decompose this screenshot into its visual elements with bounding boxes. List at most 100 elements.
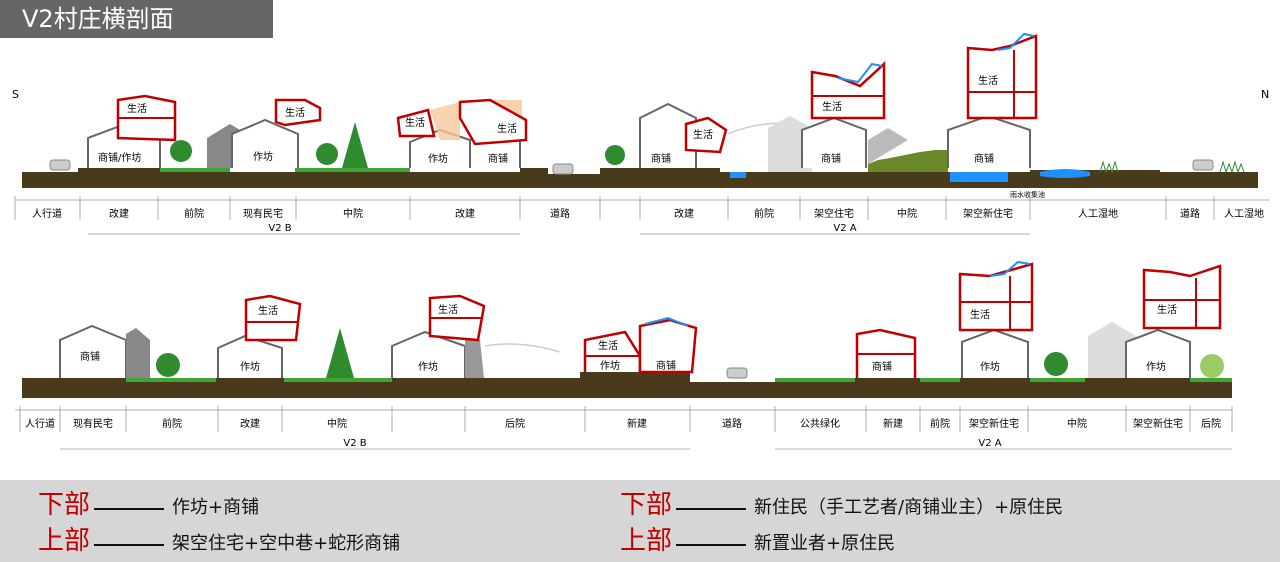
label-zuofang: 作坊 — [240, 360, 260, 373]
zone-label: 中院 — [1067, 417, 1087, 430]
tree-icon — [170, 140, 192, 162]
ground-strip — [22, 372, 1232, 398]
zone-label: 人工湿地 — [1224, 207, 1264, 220]
legend-key: 上部 — [620, 526, 673, 556]
zone-label: 公共绿化 — [800, 417, 840, 430]
label-shenghuo: 生活 — [970, 308, 990, 321]
living-unit — [244, 294, 302, 342]
wetland-water — [1040, 169, 1090, 178]
legend-left-lower: 下部作坊+商铺 — [38, 484, 259, 521]
zone-label: 中院 — [897, 207, 917, 220]
label-shangpu: 商铺 — [974, 152, 994, 165]
car-icon — [49, 159, 71, 171]
legend-key: 下部 — [38, 490, 91, 520]
zone-label: 人行道 — [32, 207, 62, 220]
zone-label: 架空新住宅 — [963, 207, 1013, 220]
zone-label: 改建 — [674, 207, 694, 220]
label-shangpu: 商铺 — [872, 360, 892, 373]
zone-label: 前院 — [162, 417, 182, 430]
house — [1125, 328, 1191, 378]
rain-pool-label: 雨水收集池 — [1010, 190, 1045, 199]
tree-icon — [316, 143, 338, 165]
page-title: V2村庄横剖面 — [0, 0, 273, 38]
zone-label: 前院 — [184, 207, 204, 220]
living-unit — [458, 98, 528, 146]
zone-label: 道路 — [722, 417, 742, 430]
living-unit — [684, 116, 728, 154]
zone-label: 架空新住宅 — [1133, 417, 1183, 430]
zone-label: 前院 — [754, 207, 774, 220]
label-shenghuo: 生活 — [258, 304, 278, 317]
tree-icon — [1044, 352, 1068, 376]
tree-icon — [156, 353, 180, 377]
label-shenghuo: 生活 — [285, 106, 305, 119]
south-marker: S — [12, 88, 19, 101]
label-zuofang: 作坊 — [418, 360, 438, 373]
label-zuofang: 作坊 — [428, 152, 448, 165]
row2-zone-labels: 人行道现有民宅前院改建中院后院新建道路公共绿化新建前院架空新住宅中院架空新住宅后… — [25, 417, 1221, 430]
reeds — [1219, 160, 1245, 174]
zone-label: 中院 — [343, 207, 363, 220]
grass — [295, 168, 410, 172]
living-unit — [274, 98, 322, 127]
zone-label: 新建 — [627, 417, 647, 430]
label-zuofang: 作坊 — [600, 359, 620, 372]
tree-icon — [342, 122, 368, 168]
zone-label: 前院 — [930, 417, 950, 430]
row1-section: 雨水收集池 生活 商铺/作坊 生活 作坊 生活 生活 作坊 商铺 — [22, 32, 1258, 199]
zone-label: 中院 — [327, 417, 347, 430]
grass-terrace — [868, 150, 948, 164]
legend-value: 新置业者+原住民 — [754, 533, 896, 554]
row2-dimension-lines — [15, 406, 1233, 450]
label-zuofang: 作坊 — [1146, 360, 1166, 373]
zone-label: 人行道 — [25, 417, 55, 430]
label-shangpu: 商铺 — [651, 152, 671, 165]
legend-value: 架空住宅+空中巷+蛇形商铺 — [172, 533, 401, 554]
row2-section: 商铺 生活 作坊 生活 作坊 生活 作坊 商铺 商铺 生活 — [22, 260, 1232, 398]
label-shenghuo: 生活 — [438, 303, 458, 316]
row1-zone-labels: 人行道改建前院现有民宅中院改建道路改建前院架空住宅中院架空新住宅人工湿地道路人工… — [32, 207, 1264, 220]
zone-label: 现有民宅 — [73, 417, 113, 430]
legend-right-lower: 下部 新住民（手工艺者/商铺业主）+原住民 — [620, 484, 1063, 521]
car-icon — [1192, 159, 1214, 171]
label-shangpu: 商铺 — [80, 350, 100, 363]
aerial-lane — [484, 343, 561, 353]
legend-key: 下部 — [620, 490, 673, 520]
label-zuofang: 作坊 — [980, 360, 1000, 373]
row1-group-a: V2 A — [833, 223, 856, 234]
car-icon — [552, 163, 574, 175]
row1-dimension-lines — [14, 196, 1270, 235]
zone-label: 改建 — [455, 207, 475, 220]
zone-label: 架空住宅 — [814, 207, 854, 220]
grass — [920, 378, 960, 382]
label-zuofang: 作坊 — [253, 150, 273, 163]
label-shenghuo: 生活 — [598, 339, 618, 352]
zone-label: 人工湿地 — [1078, 207, 1118, 220]
legend-panel: 下部作坊+商铺 上部架空住宅+空中巷+蛇形商铺 下部新住民（手工艺者/商铺业主）… — [0, 480, 1280, 562]
living-unit — [1142, 264, 1222, 330]
label-shangpu-zuofang: 商铺/作坊 — [98, 151, 141, 164]
grass — [160, 168, 230, 172]
label-shenghuo: 生活 — [497, 122, 517, 135]
legend-left-upper: 上部架空住宅+空中巷+蛇形商铺 — [38, 520, 400, 557]
zone-label: 道路 — [1180, 207, 1200, 220]
grass — [1190, 378, 1232, 382]
legend-right-upper: 上部 新置业者+原住民 — [620, 520, 895, 557]
label-shangpu: 商铺 — [656, 359, 676, 372]
label-shenghuo: 生活 — [127, 102, 147, 115]
label-shangpu: 商铺 — [821, 152, 841, 165]
car-icon — [726, 367, 748, 379]
zone-label: 后院 — [1201, 417, 1221, 430]
reeds — [1099, 160, 1119, 174]
label-shenghuo: 生活 — [978, 74, 998, 87]
label-shangpu: 商铺 — [488, 152, 508, 165]
shadow-house — [126, 328, 150, 378]
label-shenghuo: 生活 — [1157, 303, 1177, 316]
grass — [284, 378, 392, 382]
living-unit — [958, 262, 1034, 332]
legend-value: 新住民（手工艺者/商铺业主）+原住民 — [754, 497, 1064, 518]
tree-icon — [1200, 354, 1224, 378]
label-shenghuo: 生活 — [405, 116, 425, 129]
row2-group-b: V2 B — [343, 438, 366, 449]
